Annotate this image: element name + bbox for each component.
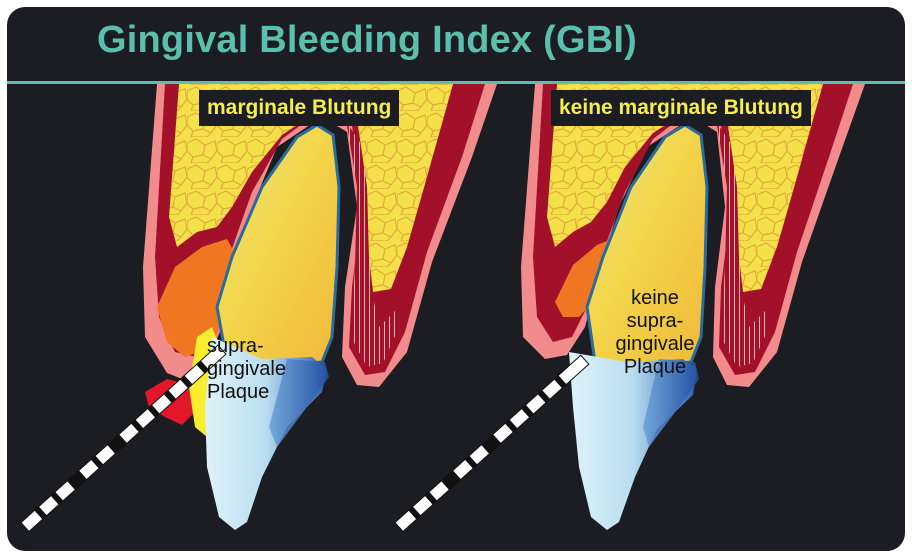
right-label-line: keine bbox=[609, 287, 701, 310]
right-label-line: supra- bbox=[609, 310, 701, 333]
left-tooth-illustration bbox=[21, 84, 497, 531]
left-plaque-label: supra- gingivale Plaque bbox=[207, 335, 286, 404]
left-label-line: supra- bbox=[207, 335, 286, 358]
left-label-line: gingivale bbox=[207, 358, 286, 381]
right-periodontal-probe bbox=[395, 355, 589, 531]
diagram-panel: Gingival Bleeding Index (GBI) marginale … bbox=[7, 7, 905, 551]
right-label-line: gingivale bbox=[609, 333, 701, 356]
right-label-line: Plaque bbox=[609, 356, 701, 379]
left-periodontal-probe bbox=[21, 345, 226, 531]
left-heading: marginale Blutung bbox=[199, 90, 399, 126]
figure-title: Gingival Bleeding Index (GBI) bbox=[97, 19, 637, 62]
right-heading: keine marginale Blutung bbox=[551, 90, 811, 126]
right-plaque-label: keine supra- gingivale Plaque bbox=[609, 287, 701, 379]
illustration bbox=[7, 7, 905, 551]
title-divider bbox=[7, 81, 905, 84]
left-label-line: Plaque bbox=[207, 381, 286, 404]
